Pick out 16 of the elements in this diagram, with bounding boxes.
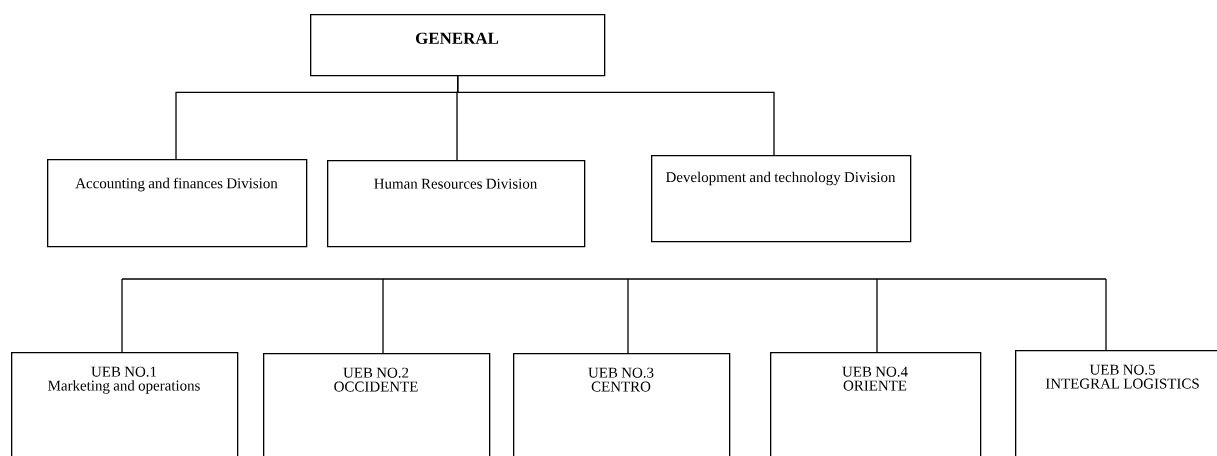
connector xyxy=(876,278,878,353)
connector xyxy=(382,278,384,354)
org-box: UEB NO.4 ORIENTE xyxy=(770,352,982,456)
org-box: Human Resources Division xyxy=(327,160,586,248)
connector-bus xyxy=(121,278,1107,280)
org-box: Accounting and finances Division xyxy=(47,159,308,248)
connector xyxy=(121,278,123,353)
connector xyxy=(627,278,629,354)
connector xyxy=(1105,278,1107,351)
org-box: Development and technology Division xyxy=(651,155,912,243)
org-box: GENERAL xyxy=(310,14,606,77)
org-box: UEB NO.3 CENTRO xyxy=(513,353,731,456)
org-box: UEB NO.1 Marketing and operations xyxy=(11,352,239,456)
connector xyxy=(457,75,775,156)
org-box: UEB NO.2 OCCIDENTE xyxy=(263,353,491,456)
org-box: UEB NO.5 INTEGRAL LOGISTICS xyxy=(1015,350,1217,456)
